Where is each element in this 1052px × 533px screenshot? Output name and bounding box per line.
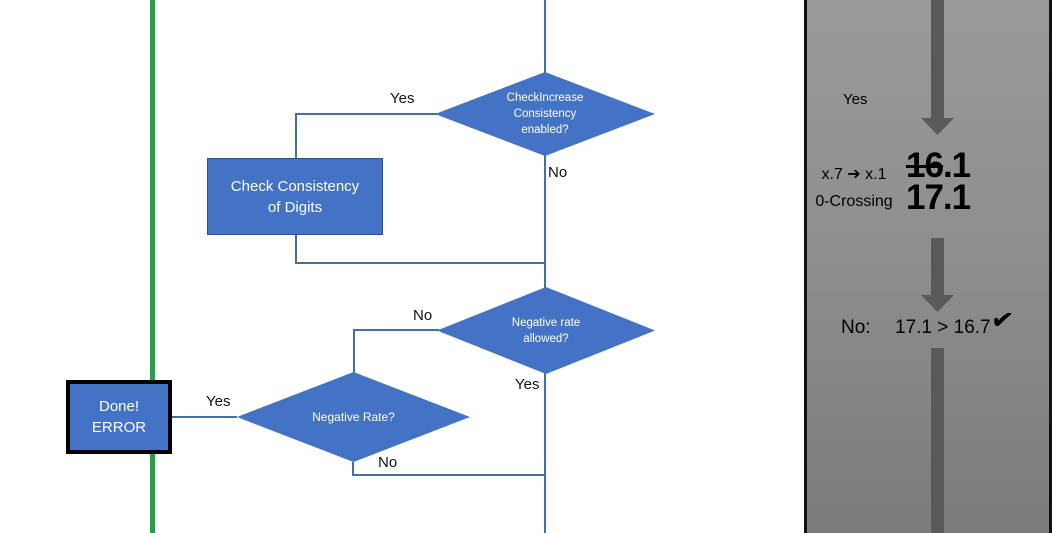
decision-text-line: enabled? <box>521 124 569 136</box>
connector-process-out-horizontal <box>295 262 546 264</box>
terminal-text-line: ERROR <box>91 419 147 436</box>
terminal-done-error: Done! ERROR <box>66 380 172 454</box>
decision-text-line: Consistency <box>513 108 577 120</box>
connector-process-out-vertical <box>295 235 297 264</box>
branch-label-no-top: No <box>548 164 568 181</box>
old-value-struck: 16 <box>906 146 944 185</box>
decision-text-line: CheckIncrease <box>506 92 584 104</box>
decision-negative-rate: Negative Rate? <box>237 372 470 462</box>
decision-text-line: Negative Rate? <box>312 410 395 424</box>
connector-main-vertical <box>544 0 546 533</box>
branch-label-no-bottom: No <box>378 454 398 471</box>
decision-check-increase-consistency: CheckIncrease Consistency enabled? <box>435 72 655 156</box>
down-arrow-icon <box>931 0 944 118</box>
down-arrow-head-icon <box>921 295 954 312</box>
example-side-panel: Yes x.7 ➔ x.1 0-Crossing 16.1 17.1 No: 1… <box>804 0 1052 533</box>
down-arrow-head-icon <box>921 118 954 135</box>
connector-negative-rate-out-horizontal <box>352 474 546 476</box>
decision-text-line: allowed? <box>523 332 569 345</box>
connector-yes-top-horizontal <box>295 113 437 115</box>
case-description: x.7 ➔ x.1 0-Crossing <box>808 161 900 215</box>
down-arrow-bar-icon <box>931 348 944 533</box>
case-description-line: 0-Crossing <box>815 193 893 210</box>
result-no-label: No: <box>841 317 871 338</box>
down-arrow-icon <box>931 238 944 295</box>
process-text-line: of Digits <box>267 198 323 216</box>
value-comparison-block: 16.1 17.1 <box>906 148 971 217</box>
old-value: 16.1 <box>906 148 971 183</box>
process-text-line: Check Consistency <box>230 177 360 195</box>
connector-yes-left-horizontal <box>172 416 237 418</box>
process-check-consistency-of-digits: Check Consistency of Digits <box>207 158 383 235</box>
connector-yes-top-vertical <box>295 113 297 159</box>
case-description-line: x.7 ➔ x.1 <box>821 166 887 183</box>
green-guide-line <box>150 0 155 533</box>
connector-no-mid-horizontal <box>353 329 439 331</box>
check-mark-icon: ✔ <box>989 303 1016 337</box>
connector-no-mid-vertical <box>353 329 355 374</box>
new-value: 17.1 <box>906 178 971 217</box>
branch-label-yes-mid: Yes <box>515 376 540 393</box>
result-comparison: 17.1 > 16.7 <box>895 317 991 338</box>
old-value-rest: .1 <box>942 146 971 185</box>
terminal-text-line: Done! <box>98 398 140 415</box>
decision-text-line: Negative rate <box>511 316 581 329</box>
branch-label-yes-left: Yes <box>206 393 231 410</box>
panel-yes-label: Yes <box>843 91 868 108</box>
branch-label-no-mid: No <box>413 307 433 324</box>
connector-negative-rate-out-vertical <box>352 462 354 476</box>
decision-negative-rate-allowed: Negative rate allowed? <box>437 287 655 374</box>
branch-label-yes-top: Yes <box>390 90 415 107</box>
